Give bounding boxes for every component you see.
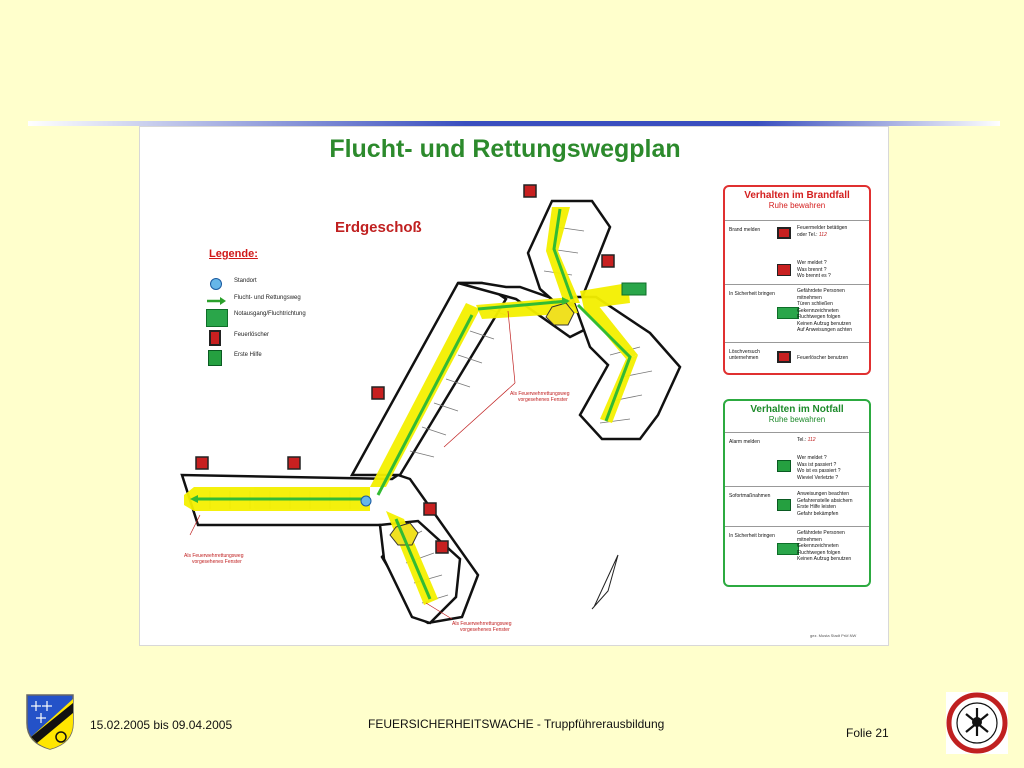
legend-label: Feuerlöscher [234, 332, 270, 338]
fire-behavior-panel: Verhalten im Brandfall Ruhe bewahren Bra… [723, 185, 871, 375]
exit-sign-marker [621, 282, 647, 296]
arrow-heads [190, 297, 570, 503]
coat-of-arms-logo [26, 694, 74, 750]
legend-label: Flucht- und Rettungsweg [234, 295, 301, 301]
location-marker-icon [360, 495, 372, 507]
emergency-behavior-panel: Verhalten im Notfall Ruhe bewahren Alarm… [723, 399, 871, 587]
fire-extinguisher-markers [195, 184, 615, 554]
footer-slide-number: Folie 21 [846, 726, 889, 740]
fire-alarm-icon [777, 227, 791, 239]
legend-item-extinguisher: Feuerlöscher [206, 329, 346, 347]
legend-label: Notausgang/Fluchtrichtung [234, 311, 306, 317]
emergency-row-alarm: Alarm melden Tel.: 112 [725, 432, 869, 454]
legend-label: Standort [234, 278, 257, 284]
fire-panel-subtitle: Ruhe bewahren [768, 201, 826, 210]
annotation-window-3: Als Feuerwehrrettungsweg vorgesehenes Fe… [452, 621, 512, 633]
plan-credit: gez. Musta Stadt Prüf.NW [810, 633, 857, 638]
emergency-exit-sign-icon [777, 307, 799, 319]
fire-row-report: Brand melden Feuermelder betätigen oder … [725, 220, 869, 258]
emergency-row-measures: Sofortmaßnahmen Anweisungen beachten Gef… [725, 486, 869, 526]
phone-icon [777, 460, 791, 472]
first-aid-icon [777, 499, 791, 511]
north-arrow-icon [591, 554, 619, 610]
footer-course-title: FEUERSICHERHEITSWACHE - Truppführerausbi… [368, 717, 665, 731]
footer-date-range: 15.02.2005 bis 09.04.2005 [90, 718, 233, 732]
legend-title: Legende: [209, 248, 258, 260]
escape-plan-image: Flucht- und Rettungswegplan Erdgeschoß L… [139, 126, 889, 646]
phone-icon [777, 264, 791, 276]
emergency-panel-subtitle: Ruhe bewahren [768, 415, 826, 424]
fire-brigade-emblem-logo [946, 692, 1008, 754]
green-arrow-icon [207, 297, 226, 305]
first-aid-icon [208, 350, 222, 366]
floor-plan-drawing [180, 184, 682, 625]
legend-item-location: Standort [206, 275, 346, 293]
fire-extinguisher-icon [209, 330, 221, 346]
plan-title: Flucht- und Rettungswegplan [329, 135, 681, 163]
fire-panel-title: Verhalten im Brandfall [744, 190, 850, 201]
fire-row-questions: Wer meldet ? Was brennt ? Wo brennt es ? [725, 258, 869, 284]
annotation-window-2: Als Feuerwehrrettungsweg vorgesehenes Fe… [184, 553, 244, 565]
legend-label: Erste Hilfe [234, 352, 262, 358]
fire-extinguisher-icon [777, 351, 791, 363]
emergency-exit-sign-icon [777, 543, 799, 555]
emergency-panel-title: Verhalten im Notfall [750, 404, 844, 415]
floor-title: Erdgeschoß [335, 219, 422, 236]
emergency-row-questions: Wer meldet ? Was ist passiert ? Wo ist e… [725, 454, 869, 486]
escape-route-arrows [194, 208, 632, 600]
annotation-window-1: Als Feuerwehrrettungsweg vorgesehenes Fe… [510, 391, 570, 403]
fire-row-safety: In Sicherheit bringen Gefährdete Persone… [725, 284, 869, 342]
location-dot-icon [210, 278, 222, 290]
legend-item-first-aid: Erste Hilfe [206, 349, 346, 367]
title-divider-line [28, 121, 1000, 126]
emergency-exit-sign-icon [206, 309, 228, 327]
annotation-leader-lines [189, 310, 516, 620]
legend-item-escape-route: Flucht- und Rettungsweg [206, 292, 346, 310]
fire-row-extinguish: Löschversuch unternehmen Feuerlöscher be… [725, 342, 869, 374]
legend-item-exit: Notausgang/Fluchtrichtung [206, 308, 346, 327]
emergency-row-safety: In Sicherheit bringen Gefährdete Persone… [725, 526, 869, 572]
